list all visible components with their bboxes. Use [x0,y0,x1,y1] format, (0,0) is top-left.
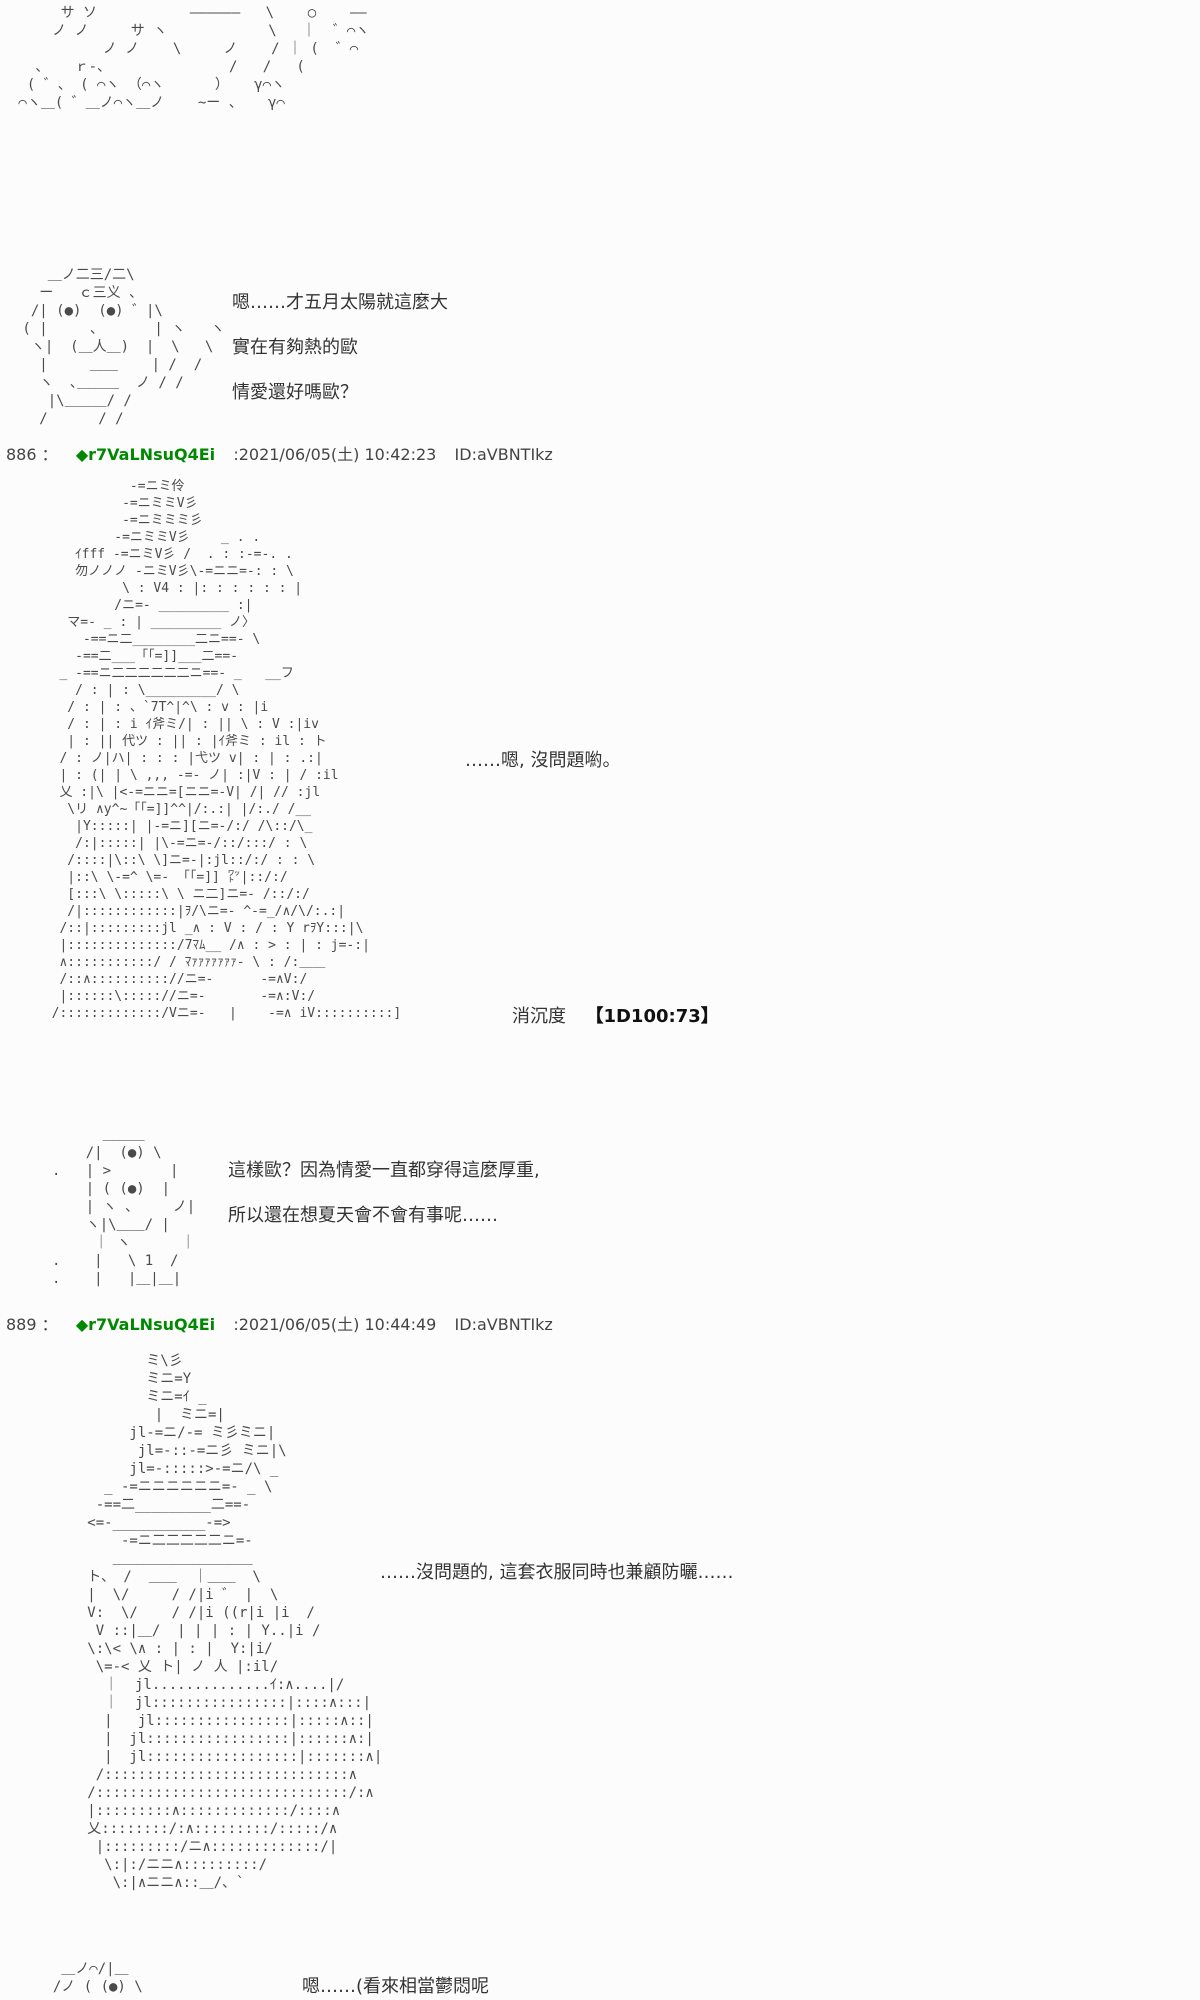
dice-roll-result: 【1D100:73】 [585,1006,719,1027]
status-label: 消沉度 [512,1006,566,1027]
post-number-separator: ： [41,1315,58,1334]
post-number: 886 [6,445,37,464]
post-header: 886 ： ◆r7VaLNsuQ4Ei :2021/06/05(土) 10:42… [6,441,553,465]
post-header: 889 ： ◆r7VaLNsuQ4Ei :2021/06/05(土) 10:44… [6,1311,553,1335]
dialogue-line: ……沒問題的, 這套衣服同時也兼顧防曬…… [380,1562,734,1583]
dialogue-block: 這樣歐？因為情愛一直都穿得這麼厚重, 所以還在想夏天會不會有事呢…… [228,1156,540,1246]
dialogue-line: 實在有夠熱的歐 [232,337,358,358]
status-line: 消沉度 【1D100:73】 [512,1002,719,1028]
sky-clouds-ascii-art: サ ソ ―――――― \ ○ ―― ノ ノ サ ヽ \ ｜ ゛⌒ヽ ノ ノ \ … [18,5,370,111]
dialogue-line: 所以還在想夏天會不會有事呢…… [228,1205,498,1226]
dialogue-line: ……嗯, 沒問題喲。 [465,750,621,771]
witch-character-ascii-art: ミ\彡 ミニ=Y ミニ=ｲ _ | ミニ=| jl-=ニ/-= ミ彡ミニ| jl… [87,1353,383,1891]
character-face-ascii-art: ＿ノ二三/二\ ー ｃ三义 、 /| (●) (●) ゛|\ ( | 、 | ヽ… [22,267,225,427]
post-datetime: :2021/06/05(土) 10:42:23 [233,445,437,464]
post-id: ID:aVBNTIkz [454,1315,553,1334]
dialogue-block: 嗯……才五月太陽就這麼大 實在有夠熱的歐 情愛還好嗎歐？ [232,288,448,423]
dialogue-block: ……沒問題的, 這套衣服同時也兼顧防曬…… [380,1558,733,1603]
post-number: 889 [6,1315,37,1334]
character-face-ascii-art: ＿＿＿ /| (●) \ . | > | | ( (●) | | ヽ 、 ノ| … [52,1127,196,1287]
post-id: ID:aVBNTIkz [454,445,553,464]
post-number-separator: ： [41,445,58,464]
post-tripcode: ◆r7VaLNsuQ4Ei [75,445,216,464]
post-tripcode: ◆r7VaLNsuQ4Ei [75,1315,216,1334]
character-face-ascii-art-clipped: ＿ノ⌒/|＿ /ノ ( (●) \ [52,1961,143,1995]
witch-character-ascii-art: -=ニミ伶 -=ニミミV彡 -=ニミミミ彡 -=ニミミV彡 _ . . ｲfff… [51,479,402,1021]
dialogue-line: 情愛還好嗎歐？ [232,382,358,403]
dialogue-line: 這樣歐？因為情愛一直都穿得這麼厚重, [228,1160,540,1181]
dialogue-block: ……嗯, 沒問題喲。 [465,746,620,791]
dialogue-line: 嗯……(看來相當鬱悶呢 [302,1976,490,1997]
dialogue-block: 嗯……(看來相當鬱悶呢 [302,1972,489,2000]
post-datetime: :2021/06/05(土) 10:44:49 [233,1315,437,1334]
dialogue-line: 嗯……才五月太陽就這麼大 [232,292,448,313]
